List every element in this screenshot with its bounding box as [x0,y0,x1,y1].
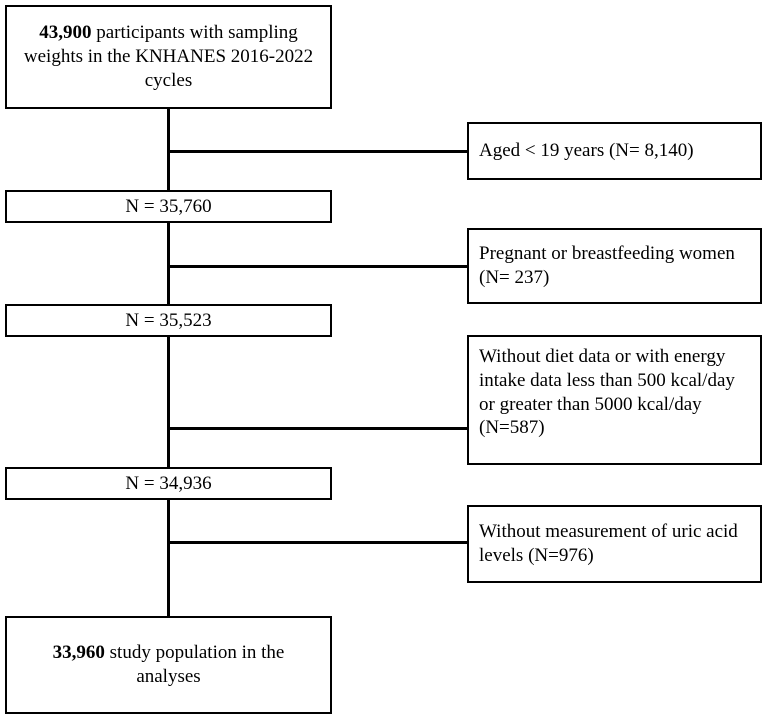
node-exclusion-pregnancy: Pregnant or breastfeeding women (N= 237) [467,228,762,304]
node-exclusion-diet: Without diet data or with energy intake … [467,335,762,465]
node-after-age-label: N = 35,760 [125,195,212,217]
connector-enrolled-trunk [167,108,170,190]
node-final-population: 33,960 study population in the analyses [5,616,332,714]
connector-branch-diet [167,427,470,430]
node-exclusion-age-label: Aged < 19 years (N= 8,140) [479,140,694,162]
node-enrolled-text: 43,900 participants with sampling weight… [7,21,330,92]
node-final-population-count: 33,960 [52,642,105,664]
connector-pregnancy-trunk [167,337,170,468]
node-after-pregnancy-label: N = 35,523 [125,309,212,331]
node-enrolled-desc: participants with sampling weights in th… [23,22,314,91]
connector-branch-pregnancy [167,265,470,268]
node-exclusion-uric-label: Without measurement of uric acid levels … [479,521,738,566]
node-exclusion-age: Aged < 19 years (N= 8,140) [467,122,762,180]
node-exclusion-diet-label: Without diet data or with energy intake … [479,346,735,439]
connector-age-trunk [167,222,170,304]
node-enrolled-count: 43,900 [39,22,92,44]
node-after-age: N = 35,760 [5,190,332,223]
node-exclusion-pregnancy-label: Pregnant or breastfeeding women (N= 237) [479,243,735,288]
node-final-population-desc: study population in the analyses [104,642,285,687]
node-after-diet: N = 34,936 [5,467,332,500]
node-enrolled: 43,900 participants with sampling weight… [5,5,332,109]
node-after-diet-label: N = 34,936 [125,472,212,494]
connector-branch-age [167,150,470,153]
node-after-pregnancy: N = 35,523 [5,304,332,337]
node-exclusion-uric: Without measurement of uric acid levels … [467,505,762,583]
connector-branch-uric [167,541,470,544]
connector-diet-trunk [167,500,170,616]
node-final-population-text: 33,960 study population in the analyses [7,641,330,689]
